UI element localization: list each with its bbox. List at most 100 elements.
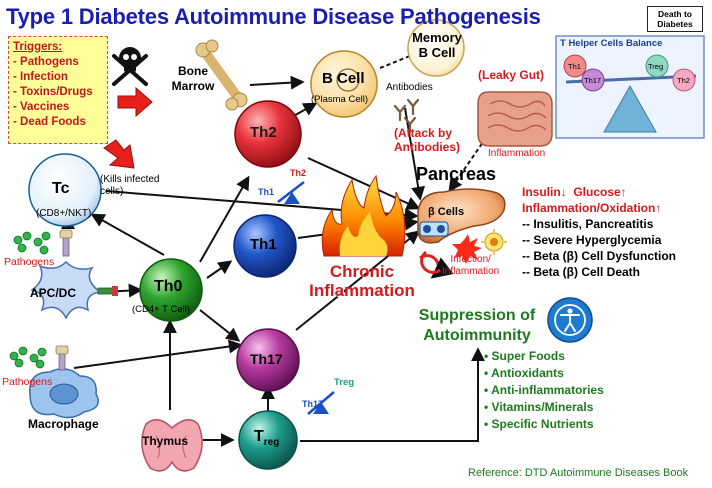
- bone-icon: [195, 39, 248, 111]
- th1-cell: [233, 214, 297, 278]
- logo-line-2: Diabetes: [657, 19, 693, 29]
- apc-dendritic-cell: [30, 229, 118, 320]
- fire-icon: [321, 174, 406, 257]
- leaky-gut-label: (Leaky Gut): [478, 68, 545, 82]
- antibodies-label: Antibodies: [386, 82, 433, 93]
- memory-b-cell: [407, 19, 465, 77]
- kills-line-2: cells): [100, 186, 124, 197]
- remedy-item: • Specific Nutrients: [484, 417, 594, 431]
- arrow-th2-to-pancreas: [307, 157, 421, 210]
- th17-label: Th17: [250, 351, 283, 367]
- balance-treg-bottom: Th17: [302, 399, 324, 409]
- thymus-illustration: [141, 419, 203, 472]
- memory-line-2: B Cell: [418, 45, 456, 60]
- arrow-th0-to-th2: [199, 175, 250, 263]
- intestine-icon: [477, 91, 553, 147]
- arrow-th0-to-th1: [206, 260, 233, 279]
- trigger-item: - Toxins/Drugs: [13, 86, 93, 98]
- th2-label: Th2: [250, 124, 277, 141]
- attack-line-1: (Attack by: [394, 126, 453, 140]
- th2-cell: [234, 100, 302, 168]
- infection-inflammation-label: Infection/ Inflammation: [442, 254, 499, 278]
- pathogen-cluster-top: [13, 231, 51, 255]
- th17-cell: [236, 328, 300, 392]
- b-cell-label: B Cell: [322, 70, 365, 87]
- inflammation-oxidation-text: Inflammation/Oxidation: [522, 201, 656, 215]
- effect-item: -- Insulitis, Pancreatitis: [522, 217, 654, 231]
- th2-balance-icon: [277, 181, 305, 204]
- virus-icon: [481, 229, 507, 255]
- suppression-line-1: Suppression of: [418, 307, 536, 324]
- suppression-line-2: Autoimmunity: [423, 327, 531, 344]
- wellness-person-icon: [547, 297, 593, 343]
- balance-cell-th1: Th1: [568, 62, 581, 71]
- triggers-box: Triggers: - Pathogens - Infection - Toxi…: [8, 36, 108, 144]
- remedy-text: Anti-inflammatories: [491, 383, 604, 397]
- remedy-text: Super Foods: [491, 349, 565, 363]
- effects-line-2: Inflammation/Oxidation↑: [522, 200, 676, 216]
- remedy-item: • Super Foods: [484, 349, 565, 363]
- balance-cell-th17: Th17: [584, 76, 602, 85]
- effect-item: -- Beta (β) Cell Death: [522, 265, 641, 279]
- memory-line-1: Memory: [412, 30, 462, 45]
- remedies-list: • Super Foods • Antioxidants • Anti-infl…: [484, 348, 604, 433]
- tc-sublabel: (CD8+/NKT): [36, 208, 92, 219]
- effect-item: -- Severe Hyperglycemia: [522, 233, 662, 247]
- kills-line-1: (Kills infected: [100, 174, 160, 185]
- trigger-item: - Pathogens: [13, 56, 79, 68]
- apc-label: APC/DC: [30, 286, 77, 300]
- trigger-item: - Vaccines: [13, 101, 70, 113]
- th-balance-panel: [555, 35, 705, 139]
- logo-line-1: Death to: [658, 9, 692, 19]
- effects-line-1: Insulin↓ Glucose↑: [522, 184, 676, 200]
- glucose-text: Glucose: [573, 185, 621, 199]
- th-balance-title: T Helper Cells Balance: [560, 38, 663, 49]
- remedy-text: Antioxidants: [491, 366, 564, 380]
- bone-marrow-label: Bone Marrow: [171, 64, 215, 93]
- cycle-icon: [419, 250, 454, 279]
- remedy-text: Vitamins/Minerals: [491, 400, 594, 414]
- trigger-item: - Dead Foods: [13, 116, 86, 128]
- attack-line-2: Antibodies): [394, 140, 460, 154]
- treg-cell: [238, 410, 298, 470]
- balance-treg-top: Treg: [334, 377, 355, 388]
- up-arrow-icon: ↑: [620, 185, 627, 199]
- beta-cells-label: β Cells: [428, 206, 465, 218]
- trigger-arrow-right: [117, 86, 153, 118]
- reference-text: Reference: DTD Autoimmune Diseases Book: [468, 467, 689, 479]
- memory-b-cell-label: Memory B Cell: [410, 30, 464, 60]
- remedy-item: • Anti-inflammatories: [484, 383, 604, 397]
- treg-label: Treg: [254, 428, 279, 448]
- effects-list: Insulin↓ Glucose↑ Inflammation/Oxidation…: [522, 184, 676, 280]
- balance-cell-th2: Th2: [677, 76, 690, 85]
- th0-cell: [139, 258, 203, 322]
- infection-line-2: Inflammation: [442, 266, 500, 277]
- arrow-th0-to-th17: [199, 309, 241, 342]
- arrow-treg-to-suppression: [300, 347, 485, 442]
- treg-sub: reg: [263, 437, 280, 449]
- chronic-inflammation-label: Chronic Inflammation: [290, 262, 434, 300]
- balance-th2-top: Th2: [290, 168, 307, 178]
- kills-label: (Kills infected cells): [100, 174, 159, 198]
- tc-cell: [28, 153, 102, 227]
- suppression-heading: Suppression of Autoimmunity: [406, 306, 548, 346]
- chronic-line-2: Inflammation: [309, 281, 415, 300]
- attack-label: (Attack by Antibodies): [394, 126, 460, 154]
- arrow-marrow-to-bcell: [249, 75, 305, 90]
- pathogens-label-bottom: Pathogens: [2, 376, 53, 388]
- up-arrow-icon: ↑: [655, 201, 662, 215]
- th0-label: Th0: [154, 278, 183, 295]
- inflammation-small-label: Inflammation: [488, 148, 546, 159]
- remedy-text: Specific Nutrients: [491, 417, 594, 431]
- arrow-antibodies-to-pancreas: [404, 107, 426, 201]
- arrow-gut-to-pancreas: [448, 131, 491, 193]
- triggers-heading: Triggers:: [13, 41, 63, 53]
- pathogen-cluster-bottom: [9, 346, 47, 369]
- infection-line-1: Infection/: [450, 254, 491, 265]
- thymus-label: Thymus: [142, 434, 189, 448]
- arrow-th0-to-tc: [90, 213, 165, 256]
- balance-th2-bottom: Th1: [258, 187, 275, 197]
- tc-label: Tc: [52, 180, 70, 197]
